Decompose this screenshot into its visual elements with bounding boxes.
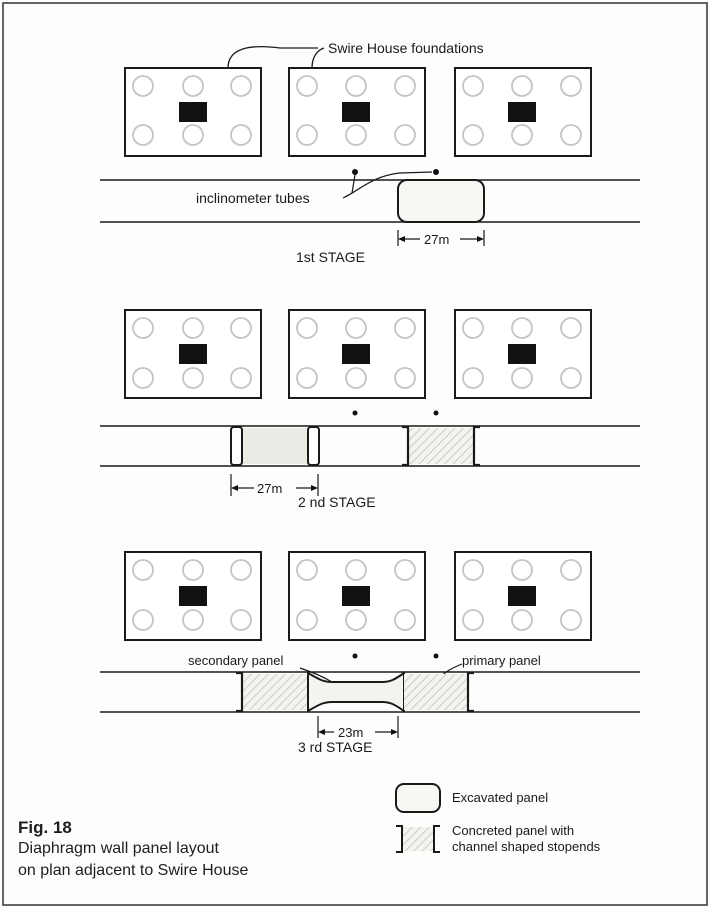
stage-label: 1st STAGE — [296, 249, 365, 265]
stopend — [396, 825, 403, 853]
stopend — [466, 671, 474, 713]
arrow-head — [477, 236, 484, 242]
inclinometer-tube — [352, 169, 358, 175]
secondary-panel-label: secondary panel — [188, 653, 284, 668]
stopend — [433, 825, 440, 853]
pile-circles — [132, 559, 252, 631]
foundation-core — [342, 586, 370, 606]
pile-circles — [462, 317, 582, 389]
leader-line — [227, 45, 318, 69]
stage-1: Swire House foundations inclinometer tub… — [100, 40, 640, 265]
legend-concreted-swatch — [402, 827, 434, 851]
leader-line — [351, 174, 356, 194]
legend-excavated-label: Excavated panel — [452, 790, 548, 805]
pile-circles — [296, 317, 416, 389]
foundation-core — [342, 102, 370, 122]
stage-label: 3 rd STAGE — [298, 739, 372, 755]
pile-circles — [296, 559, 416, 631]
leader-line — [299, 667, 333, 683]
dimension-label: 27m — [424, 232, 449, 247]
excavated-panel — [240, 428, 308, 464]
arrow-head — [231, 485, 238, 491]
dimension-label: 23m — [338, 725, 363, 740]
stage-label: 2 nd STAGE — [298, 494, 376, 510]
legend: Excavated panel Concreted panel with cha… — [395, 783, 601, 854]
foundations-label: Swire House foundations — [328, 40, 484, 56]
pile-circles — [132, 75, 252, 146]
concreted-panel — [404, 674, 468, 710]
legend-excavated-swatch — [395, 783, 441, 813]
inclinometer-tube — [433, 169, 439, 175]
concreted-panel — [408, 428, 474, 464]
stopend — [472, 425, 480, 467]
pile-circles — [296, 75, 416, 146]
arrow-head — [318, 729, 325, 735]
figure-number: Fig. 18 — [18, 818, 72, 837]
inclinometer-tube — [433, 653, 439, 659]
pile-circles — [462, 559, 582, 631]
inclinometer-tube — [352, 653, 358, 659]
foundation-core — [508, 586, 536, 606]
foundation-core — [179, 102, 207, 122]
foundation-core — [179, 344, 207, 364]
stopend — [402, 425, 410, 467]
arrow-head — [398, 236, 405, 242]
legend-concreted-label-1: Concreted panel with — [452, 823, 574, 838]
leader-line — [342, 171, 433, 199]
stage-2: 27m 2 nd STAGE — [100, 309, 640, 510]
stopend — [236, 671, 244, 713]
foundation-core — [342, 344, 370, 364]
figure-caption: Fig. 18 Diaphragm wall panel layout on p… — [18, 818, 378, 882]
foundation-core — [179, 586, 207, 606]
pile-circles — [132, 317, 252, 389]
excavated-panel — [397, 179, 485, 223]
caption-line-1: Diaphragm wall panel layout — [18, 840, 219, 857]
caption-line-2: on plan adjacent to Swire House — [18, 862, 249, 879]
primary-panel-label: primary panel — [462, 653, 541, 668]
arrow-head — [311, 485, 318, 491]
legend-concreted-label-2: channel shaped stopends — [452, 839, 601, 854]
inclinometer-tube — [433, 410, 439, 416]
arrow-head — [391, 729, 398, 735]
foundation-core — [508, 102, 536, 122]
pile-circles — [462, 75, 582, 146]
inclinometer-label: inclinometer tubes — [196, 190, 310, 206]
leader-line — [311, 47, 325, 69]
concreted-panel — [242, 674, 308, 710]
stopend — [307, 426, 320, 466]
inclinometer-tube — [352, 410, 358, 416]
foundation-core — [508, 344, 536, 364]
stopend — [230, 426, 243, 466]
excavated-panel — [307, 671, 405, 713]
dimension-label: 27m — [257, 481, 282, 496]
foundation-block — [124, 67, 262, 157]
stage-3: secondary panel primary panel 23m 3 rd S… — [100, 551, 640, 755]
